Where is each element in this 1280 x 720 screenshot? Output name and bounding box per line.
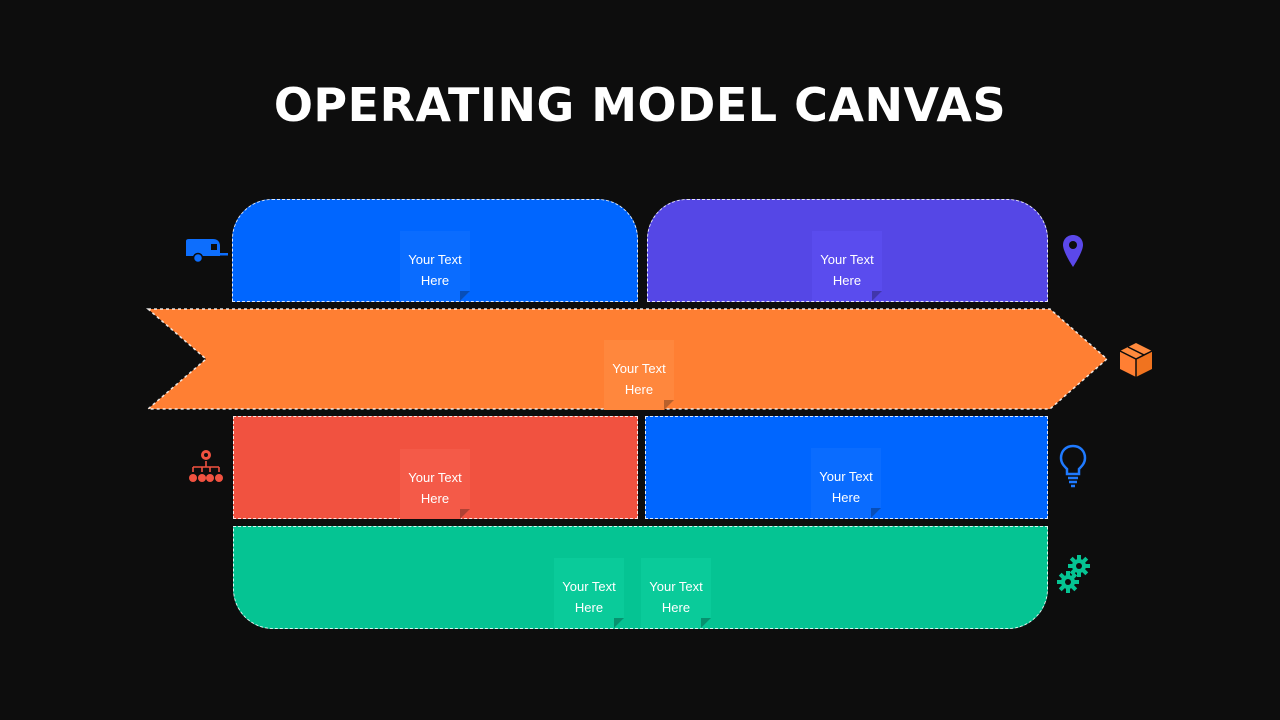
lightbulb-icon xyxy=(1059,444,1087,488)
note-line1: Your Text xyxy=(408,252,462,267)
note-line2: Here xyxy=(661,600,691,615)
note-line2: Here xyxy=(832,273,862,288)
note-line1: Your Text xyxy=(562,579,616,594)
note-line1: Your Text xyxy=(649,579,703,594)
location-note[interactable]: Your Text Here xyxy=(812,231,882,301)
note-line1: Your Text xyxy=(820,252,874,267)
information-note[interactable]: Your Text Here xyxy=(811,448,881,518)
note-line2: Here xyxy=(420,273,450,288)
box-icon xyxy=(1119,343,1153,377)
people-note[interactable]: Your Text Here xyxy=(400,231,470,301)
note-line2: Here xyxy=(831,490,861,505)
management-note-1[interactable]: Your Text Here xyxy=(554,558,624,628)
page-title: OPERATING MODEL CANVAS xyxy=(273,78,1007,132)
note-line2: Here xyxy=(574,600,604,615)
note-line1: Your Text xyxy=(612,361,666,376)
gears-icon xyxy=(1057,555,1090,593)
management-note-2[interactable]: Your Text Here xyxy=(641,558,711,628)
location-pin-icon xyxy=(1063,235,1083,267)
note-line1: Your Text xyxy=(408,470,462,485)
org-chart-icon xyxy=(189,450,223,482)
value-chain-note[interactable]: Your Text Here xyxy=(604,340,674,410)
note-line1: Your Text xyxy=(819,469,873,484)
organization-note[interactable]: Your Text Here xyxy=(400,449,470,519)
note-line2: Here xyxy=(624,382,654,397)
management-block xyxy=(233,526,1048,629)
trailer-icon xyxy=(186,239,228,264)
note-line2: Here xyxy=(420,491,450,506)
